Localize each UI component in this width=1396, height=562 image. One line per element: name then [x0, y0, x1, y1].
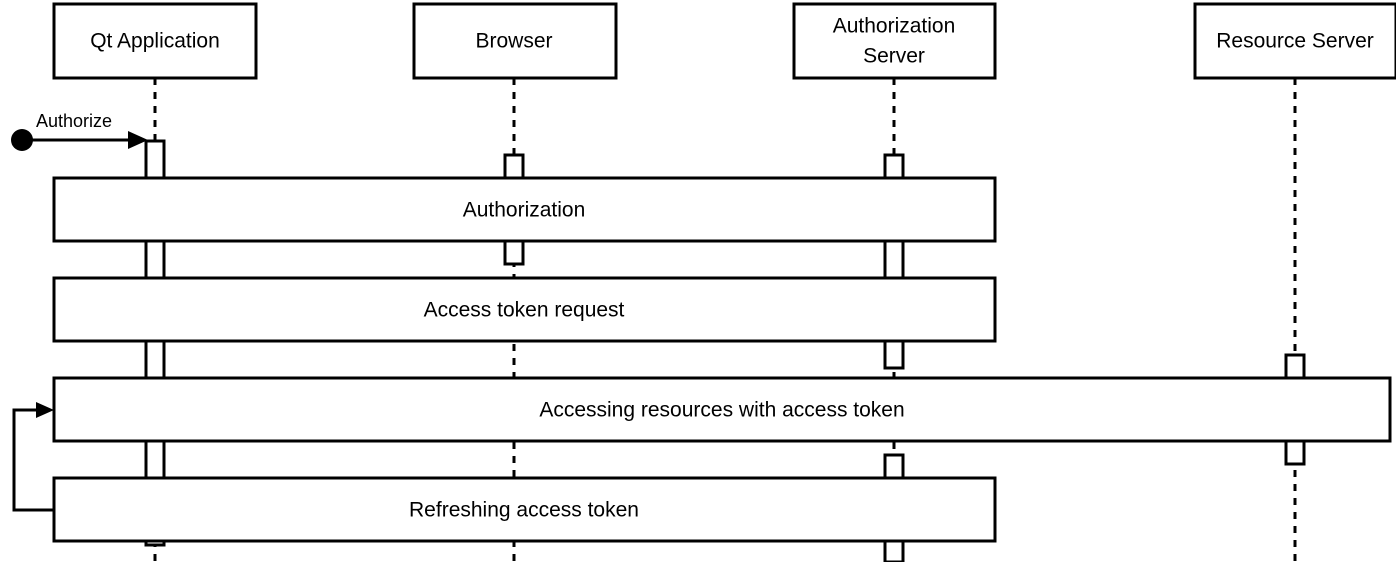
- fragment-access-token-request[interactable]: [52, 276, 997, 343]
- fragment-label-access-token-request: Access token request: [424, 299, 625, 322]
- participant-browser[interactable]: Browser: [412, 2, 618, 80]
- fragment-refreshing-access-token[interactable]: [52, 476, 997, 543]
- refresh-loop-path: [12, 408, 54, 512]
- participant-label-resource-server: Resource Server: [1216, 30, 1374, 53]
- fragment-label-refreshing-access-token: Refreshing access token: [409, 499, 639, 522]
- participant-qt-application[interactable]: Qt Application: [52, 2, 258, 80]
- participant-box-browser[interactable]: [412, 2, 618, 80]
- refresh-loop-arrow: [12, 402, 54, 512]
- participant-label-authorization-server-line1: Authorization: [833, 15, 956, 38]
- fragment-authorization[interactable]: [52, 176, 997, 243]
- participant-label-authorization-server-line2: Server: [863, 45, 925, 68]
- participants-group: Qt Application Browser Authorization Ser…: [52, 2, 1396, 80]
- fragment-label-authorization: Authorization: [463, 199, 586, 222]
- fragment-label-accessing-resources: Accessing resources with access token: [539, 399, 904, 422]
- participant-label-qt-application: Qt Application: [90, 30, 220, 53]
- participant-resource-server[interactable]: Resource Server: [1193, 2, 1396, 80]
- authorize-arrowhead: [128, 131, 148, 149]
- participant-box-qt-application[interactable]: [52, 2, 258, 80]
- participant-box-resource-server[interactable]: [1193, 2, 1396, 80]
- refresh-loop-arrowhead: [36, 402, 54, 418]
- authorize-message-group: Authorize: [11, 111, 148, 151]
- authorize-message-label: Authorize: [36, 111, 112, 131]
- fragment-labels-group: Authorization Access token request Acces…: [409, 199, 905, 522]
- fragments-group: [52, 176, 1392, 543]
- participant-box-authorization-server[interactable]: [792, 2, 997, 80]
- fragment-accessing-resources[interactable]: [52, 376, 1392, 443]
- participant-label-browser: Browser: [475, 30, 552, 53]
- participant-authorization-server[interactable]: Authorization Server: [792, 2, 997, 80]
